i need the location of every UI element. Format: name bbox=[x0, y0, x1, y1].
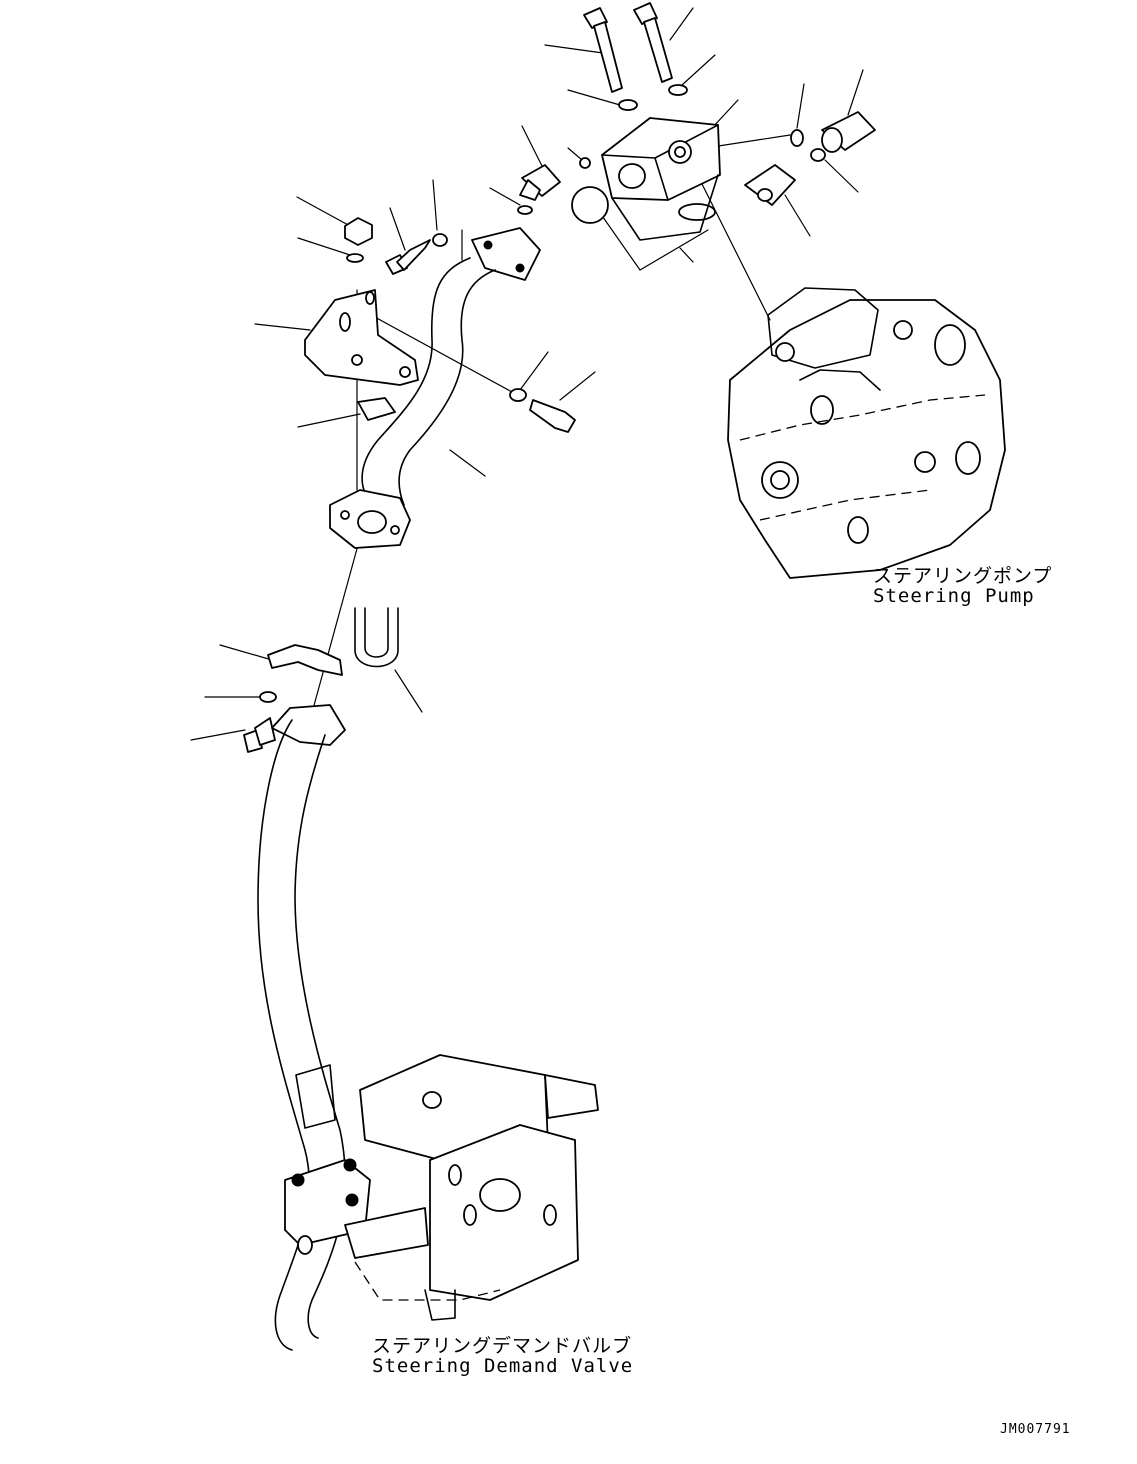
mounting-bolts-top bbox=[583, 2, 688, 111]
elbow-fitting bbox=[517, 129, 826, 224]
shim-plate bbox=[357, 397, 396, 421]
steel-pipe bbox=[361, 227, 541, 506]
steering-pump bbox=[727, 287, 1006, 579]
manifold-block bbox=[601, 117, 721, 241]
u-bolt bbox=[354, 607, 399, 668]
hose-fittings-right bbox=[744, 111, 876, 206]
steering-demand-valve-label-en: Steering Demand Valve bbox=[372, 1354, 634, 1377]
hose-clamp bbox=[243, 644, 346, 753]
steering-pump-label: ステアリングポンプ Steering Pump bbox=[873, 565, 1053, 607]
steering-pump-label-en: Steering Pump bbox=[873, 584, 1035, 607]
pipe-clamp-bolt bbox=[509, 388, 576, 433]
split-flange bbox=[329, 489, 411, 549]
steering-demand-valve-label-jp: ステアリングデマンドバルブ bbox=[372, 1335, 633, 1357]
bracket-fasteners bbox=[344, 217, 448, 275]
steering-demand-valve bbox=[284, 1054, 599, 1321]
bracket bbox=[304, 289, 419, 386]
steering-demand-valve-label: ステアリングデマンドバルブ Steering Demand Valve bbox=[372, 1335, 634, 1377]
drawing-code: JM007791 bbox=[1000, 1422, 1071, 1437]
hydraulic-hose bbox=[257, 719, 346, 1351]
steering-pump-label-jp: ステアリングポンプ bbox=[873, 565, 1053, 587]
